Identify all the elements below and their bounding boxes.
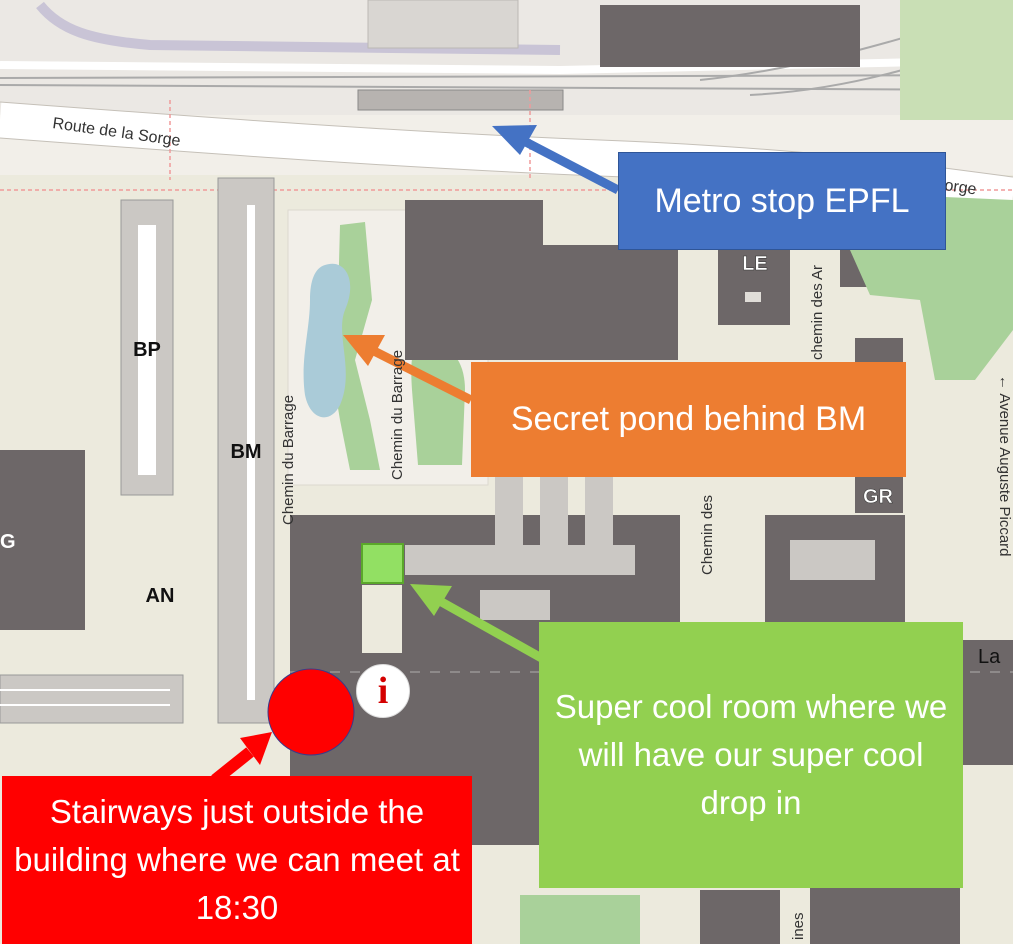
callout-drop-in-room: Super cool room where we will have our s… [539,622,963,888]
gray-road [36,1,561,55]
building-north [367,0,519,49]
building-bottom [810,888,960,944]
meeting-point-marker[interactable] [267,668,355,756]
building-bp-courtyard [138,225,156,475]
label-route-de-la-sorge-cut: orge [943,177,977,198]
building-connector [540,475,568,560]
label-chemin-des: Chemin des [699,495,716,575]
park-top-right [900,0,1013,120]
park-bottom [520,895,640,944]
pond-arrow [343,335,474,405]
internal-courtyard [480,590,550,620]
service-road [0,56,1013,75]
secret-pond [303,263,351,418]
rail-track [0,84,1013,91]
label-building-gr: GR [863,486,894,508]
label-road-bottom: ines [790,912,807,940]
stairs-arrow [211,732,272,785]
building-le-detail [745,292,761,302]
label-chemin-du-barrage-2: Chemin du Barrage [389,350,406,480]
rail-track [0,74,1013,79]
metro-arrow [492,125,621,194]
metro-platform [357,89,564,111]
building-bm-courtyard [247,205,255,700]
building-an-wing [0,674,184,724]
label-chemin-du-barrage: Chemin du Barrage [280,395,297,525]
callout-stairways: Stairways just outside the building wher… [2,776,472,944]
building-connector [585,475,613,560]
building-an-lines [0,689,170,706]
callout-secret-pond: Secret pond behind BM [471,362,906,477]
building-connector [495,475,523,560]
callout-metro-stop: Metro stop EPFL [618,152,946,250]
label-building-la: La [978,646,1001,668]
building-central-top [405,200,543,360]
room-arrow [410,584,548,664]
building-bm [217,177,275,724]
building-g [0,450,85,630]
building-central-top-right [543,245,678,360]
label-building-bm: BM [230,441,261,463]
park-patch [411,344,465,465]
building-gr-court [790,540,875,580]
label-avenue-auguste-piccard: ← Avenue Auguste Piccard [996,375,1013,557]
building-north-dark [600,5,860,67]
label-building-an: AN [146,585,175,607]
info-icon[interactable]: i [356,664,410,718]
label-building-g: G [0,531,16,553]
courtyard [362,585,402,653]
drop-in-room-highlight[interactable] [361,543,404,584]
building-bottom [700,890,780,944]
label-building-le: LE [742,253,768,275]
label-chemin-des-ar: chemin des Ar [809,265,826,360]
label-building-bp: BP [133,339,161,361]
